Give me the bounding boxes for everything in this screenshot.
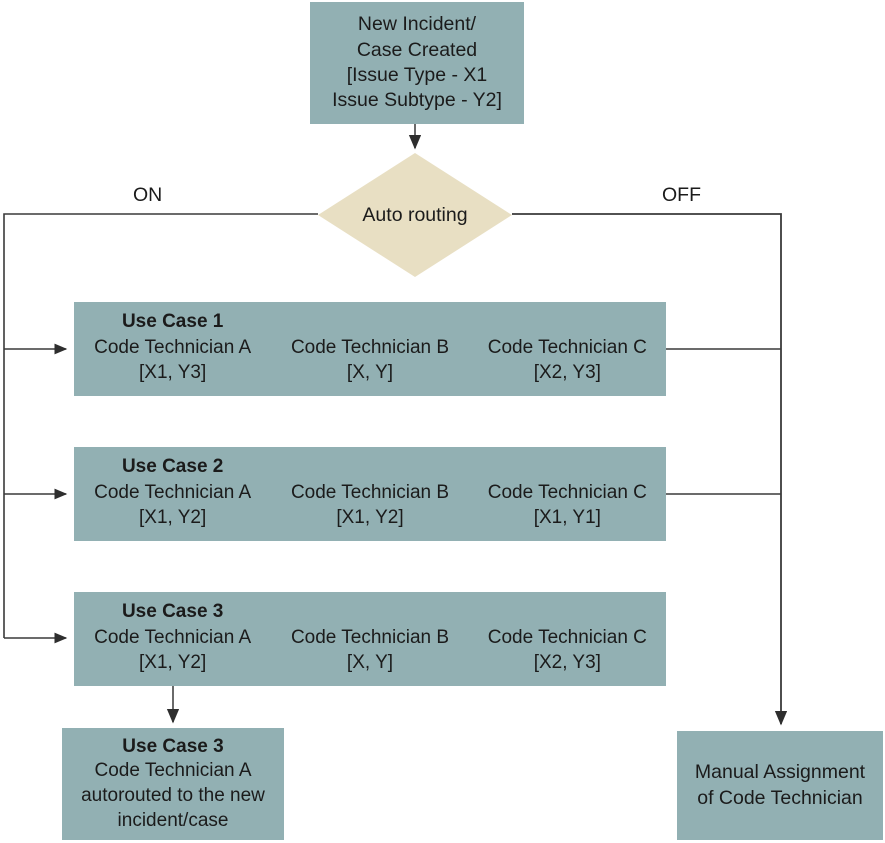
result-line-2: autorouted to the new bbox=[81, 785, 265, 806]
use-case-3-column-c: Code Technician C [X2, Y3] bbox=[469, 625, 666, 675]
use-case-3-column-a: Code Technician A [X1, Y2] bbox=[74, 625, 271, 675]
branch-label-off: OFF bbox=[662, 184, 701, 206]
use-case-1-columns: Code Technician A [X1, Y3] Code Technici… bbox=[74, 335, 666, 385]
use-case-2-column-b: Code Technician B [X1, Y2] bbox=[271, 480, 468, 530]
manual-assignment-node[interactable]: Manual Assignment of Code Technician bbox=[677, 731, 883, 840]
start-line-4: Issue Subtype - Y2] bbox=[332, 89, 502, 112]
technician-name: Code Technician C bbox=[487, 482, 647, 503]
technician-name: Code Technician C bbox=[487, 337, 647, 358]
technician-codes: [X2, Y3] bbox=[533, 652, 601, 674]
use-case-1-column-a: Code Technician A [X1, Y3] bbox=[74, 335, 271, 385]
technician-codes: [X, Y] bbox=[346, 652, 394, 674]
start-line-3: [Issue Type - X1 bbox=[346, 64, 488, 86]
use-case-1-column-b: Code Technician B [X, Y] bbox=[271, 335, 468, 385]
use-case-2-title: Use Case 2 bbox=[121, 456, 224, 477]
use-case-3-title: Use Case 3 bbox=[121, 601, 224, 622]
technician-codes: [X, Y] bbox=[346, 362, 394, 384]
use-case-1-box[interactable]: Use Case 1 Code Technician A [X1, Y3] Co… bbox=[74, 302, 666, 396]
manual-line-2: of Code Technician bbox=[697, 786, 863, 809]
technician-name: Code Technician A bbox=[94, 627, 252, 648]
use-case-2-columns: Code Technician A [X1, Y2] Code Technici… bbox=[74, 480, 666, 530]
start-node[interactable]: New Incident/ Case Created [Issue Type -… bbox=[310, 2, 524, 124]
technician-codes: [X2, Y3] bbox=[533, 362, 601, 384]
decision-label: Auto routing bbox=[362, 203, 468, 226]
use-case-3-box[interactable]: Use Case 3 Code Technician A [X1, Y2] Co… bbox=[74, 592, 666, 686]
branch-label-on: ON bbox=[133, 184, 163, 206]
result-node[interactable]: Use Case 3 Code Technician A autorouted … bbox=[62, 728, 284, 840]
use-case-2-column-c: Code Technician C [X1, Y1] bbox=[469, 480, 666, 530]
use-case-3-column-b: Code Technician B [X, Y] bbox=[271, 625, 468, 675]
technician-codes: [X1, Y3] bbox=[139, 362, 207, 384]
result-title: Use Case 3 bbox=[122, 735, 224, 757]
technician-name: Code Technician B bbox=[290, 482, 450, 503]
technician-codes: [X1, Y2] bbox=[139, 652, 207, 674]
edge-on-rail bbox=[3, 213, 318, 638]
use-case-1-title: Use Case 1 bbox=[121, 311, 224, 332]
technician-name: Code Technician A bbox=[94, 337, 252, 358]
result-line-3: incident/case bbox=[117, 809, 229, 831]
use-case-2-box[interactable]: Use Case 2 Code Technician A [X1, Y2] Co… bbox=[74, 447, 666, 541]
use-case-3-columns: Code Technician A [X1, Y2] Code Technici… bbox=[74, 625, 666, 675]
technician-codes: [X1, Y1] bbox=[533, 507, 601, 529]
use-case-2-column-a: Code Technician A [X1, Y2] bbox=[74, 480, 271, 530]
technician-name: Code Technician B bbox=[290, 627, 450, 648]
use-case-1-column-c: Code Technician C [X2, Y3] bbox=[469, 335, 666, 385]
start-line-2: Case Created bbox=[356, 38, 478, 61]
technician-codes: [X1, Y2] bbox=[139, 507, 207, 529]
technician-name: Code Technician A bbox=[94, 482, 252, 503]
start-line-1: New Incident/ bbox=[357, 13, 477, 36]
technician-name: Code Technician C bbox=[487, 627, 647, 648]
result-line-1: Code Technician A bbox=[94, 760, 252, 782]
technician-codes: [X1, Y2] bbox=[336, 507, 404, 529]
technician-name: Code Technician B bbox=[290, 337, 450, 358]
manual-line-1: Manual Assignment bbox=[694, 761, 866, 784]
decision-node-auto-routing[interactable]: Auto routing bbox=[318, 153, 512, 277]
